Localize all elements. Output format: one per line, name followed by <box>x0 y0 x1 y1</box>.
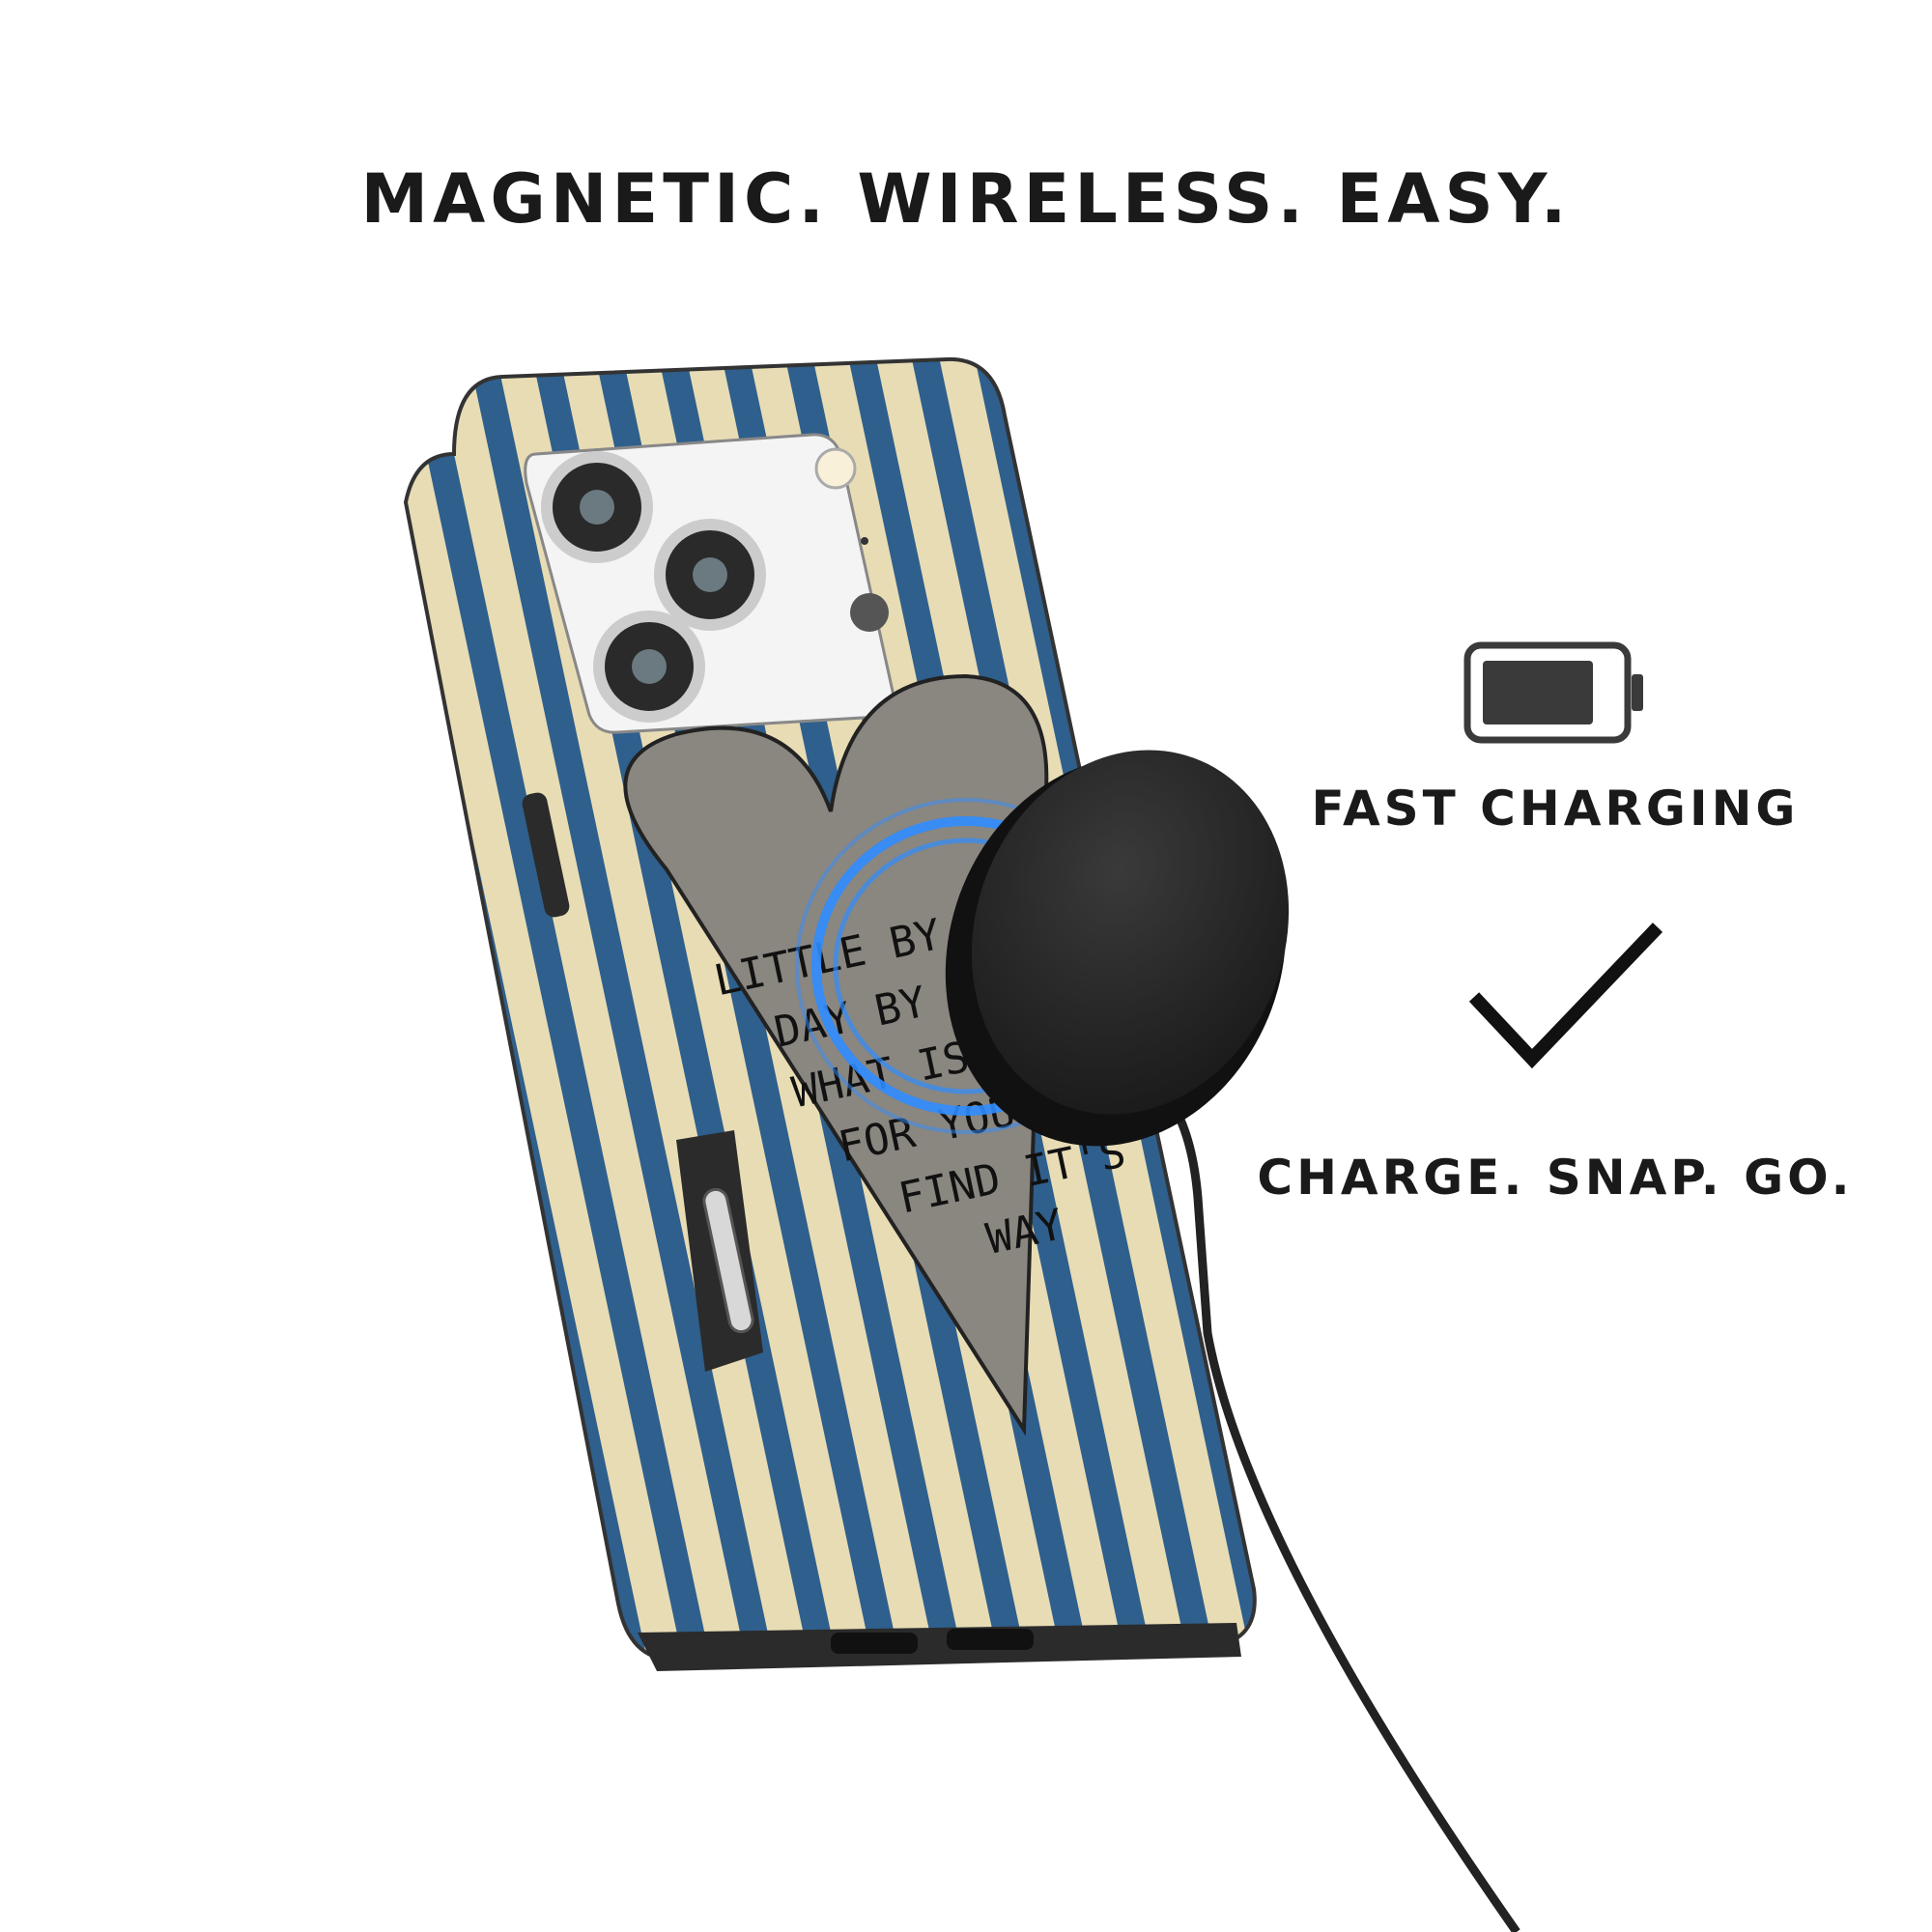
camera-module <box>524 433 896 734</box>
battery-icon <box>1463 641 1643 744</box>
charger-cable <box>1170 1103 1520 1932</box>
feature-label-charge-snap-go: CHARGE. SNAP. GO. <box>1257 1150 1854 1206</box>
checkmark-icon <box>1468 923 1663 1069</box>
magsafe-charger <box>945 750 1290 1147</box>
heart-graphic <box>623 673 1049 1436</box>
headline: MAGNETIC. WIRELESS. EASY. <box>360 159 1572 239</box>
feature-label-fast-charging: FAST CHARGING <box>1311 781 1800 837</box>
